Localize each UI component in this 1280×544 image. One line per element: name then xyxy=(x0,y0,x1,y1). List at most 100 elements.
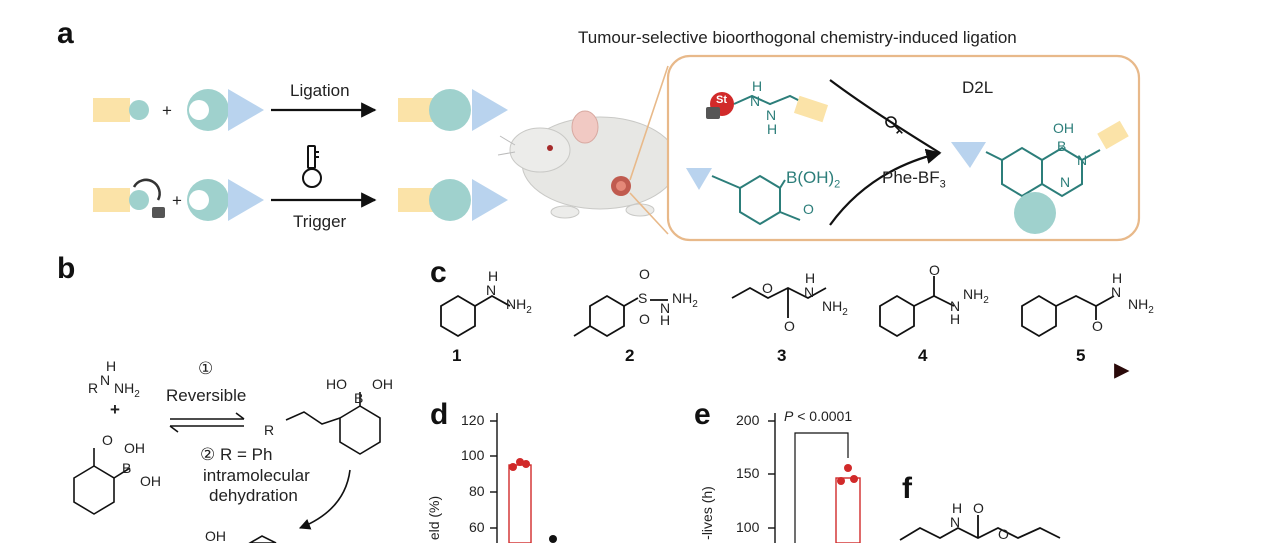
atom-b: B xyxy=(122,460,132,476)
trigger-label: Trigger xyxy=(293,212,347,231)
data-point xyxy=(509,463,517,471)
atom-h: H xyxy=(106,358,117,374)
panel-f-atom: H xyxy=(952,500,963,516)
hydrazine-label-1: N xyxy=(486,282,497,298)
step2-label: ② R = Ph xyxy=(200,445,273,464)
reagent-r: R xyxy=(264,422,275,438)
oh-label: OH xyxy=(205,528,226,544)
atom-h: H xyxy=(767,121,778,137)
reagent-r: R xyxy=(88,380,99,396)
hydrazide-label-5: N xyxy=(1111,284,1122,300)
atom-n: N xyxy=(750,93,761,109)
atom-n: N xyxy=(1060,174,1071,190)
compound-number: 2 xyxy=(625,346,635,365)
panel-label-b: b xyxy=(57,252,76,285)
hydrazide-label-4: H xyxy=(950,311,961,327)
data-point xyxy=(549,535,557,543)
d2l-label: D2L xyxy=(962,78,994,97)
carbazate-label-3: N xyxy=(804,284,815,300)
sulfonyl-label-2: NH2 xyxy=(672,290,698,310)
blue-triangle xyxy=(228,89,264,131)
hydrazide-label-4: NH2 xyxy=(963,286,989,306)
data-point xyxy=(850,475,858,483)
carbazate-label-3: O xyxy=(784,318,795,334)
oh-label: OH xyxy=(1053,120,1074,136)
hydrazide-label-4: O xyxy=(929,262,940,278)
plus-sign: + xyxy=(172,191,182,210)
y-tick-label: 150 xyxy=(736,465,760,481)
panel-f-atom: O xyxy=(998,526,1009,542)
compound-number: 4 xyxy=(918,346,928,365)
carbazate-label-3: O xyxy=(762,280,773,296)
atom-h: H xyxy=(752,78,763,94)
oh-label: OH xyxy=(124,440,145,456)
significance-bracket xyxy=(794,432,849,543)
atom-b: B xyxy=(1057,138,1067,154)
y-tick-label: 120 xyxy=(461,412,485,428)
bar-compound-1 xyxy=(508,464,532,543)
data-point xyxy=(522,460,530,468)
y-tick-label: 100 xyxy=(736,519,760,535)
boronic-acid-label: B(OH)2 xyxy=(786,168,841,191)
plus-sign: + xyxy=(110,400,120,419)
hydrazide-label-5: NH2 xyxy=(1128,296,1154,316)
phe-bf3-label: Phe-BF3 xyxy=(882,168,946,191)
small-teal-circle xyxy=(129,100,149,120)
protecting-group-st: St xyxy=(716,94,727,106)
d2l-inset-box xyxy=(666,54,1141,242)
compound-number: 5 xyxy=(1076,346,1086,365)
panel-label-d: d xyxy=(430,398,449,431)
sulfonyl-label-2: O xyxy=(639,266,650,282)
step1-number: ① xyxy=(198,359,214,378)
y-tick-label: 60 xyxy=(469,519,485,535)
ho-label: HO xyxy=(326,376,347,392)
step1-label: Reversible xyxy=(166,386,247,405)
step2-line2: intramolecular xyxy=(203,466,310,485)
compound-number: 3 xyxy=(777,346,787,365)
p-value-label: P < 0.0001 xyxy=(784,408,853,424)
ligation-label: Ligation xyxy=(290,81,350,100)
atom-n: N xyxy=(100,372,111,388)
carbazate-label-3: NH2 xyxy=(822,298,848,318)
panel-label-f: f xyxy=(902,472,912,505)
panel-f-atom: N xyxy=(950,514,961,530)
panel-label-c: c xyxy=(430,256,447,289)
hydrazine-label-1: NH2 xyxy=(506,296,532,316)
step2-line3: dehydration xyxy=(209,486,298,505)
y-axis-label: -lives (h) xyxy=(698,486,715,540)
plus-sign: + xyxy=(162,101,172,120)
atom-o: O xyxy=(102,432,113,448)
nh2-label: NH2 xyxy=(114,380,140,400)
lock-icon xyxy=(152,207,165,218)
y-tick-label: 100 xyxy=(461,447,485,463)
data-point xyxy=(844,464,852,472)
mouse-illustration xyxy=(497,110,679,219)
key-icon xyxy=(302,145,322,188)
sulfonyl-label-2: H xyxy=(660,312,671,328)
atom-n: N xyxy=(766,107,777,123)
carbazate-label-3: H xyxy=(805,270,816,286)
oh-label: OH xyxy=(140,473,161,489)
panel-f-atom: O xyxy=(973,500,984,516)
data-point xyxy=(837,477,845,485)
cream-block xyxy=(93,98,130,122)
oh-label: OH xyxy=(372,376,393,392)
atom-b: B xyxy=(354,390,364,406)
sulfonyl-label-2: S xyxy=(638,290,648,306)
panel-label-a: a xyxy=(57,17,74,50)
atom-n: N xyxy=(1077,152,1088,168)
hydrazine-label-1: H xyxy=(488,268,499,284)
y-axis-label: eld (%) xyxy=(426,495,443,541)
hydrazide-label-5: O xyxy=(1092,318,1103,334)
y-tick-label: 200 xyxy=(736,412,760,428)
hydrazide-label-4: N xyxy=(950,298,961,314)
sulfonyl-label-2: N xyxy=(660,300,671,316)
y-tick-label: 80 xyxy=(469,483,485,499)
hydrazide-label-5: H xyxy=(1112,270,1123,286)
panel-label-e: e xyxy=(694,398,711,431)
compound-number: 1 xyxy=(452,346,462,365)
panel-a-title: Tumour-selective bioorthogonal chemistry… xyxy=(578,28,1017,47)
sulfonyl-label-2: O xyxy=(639,311,650,327)
